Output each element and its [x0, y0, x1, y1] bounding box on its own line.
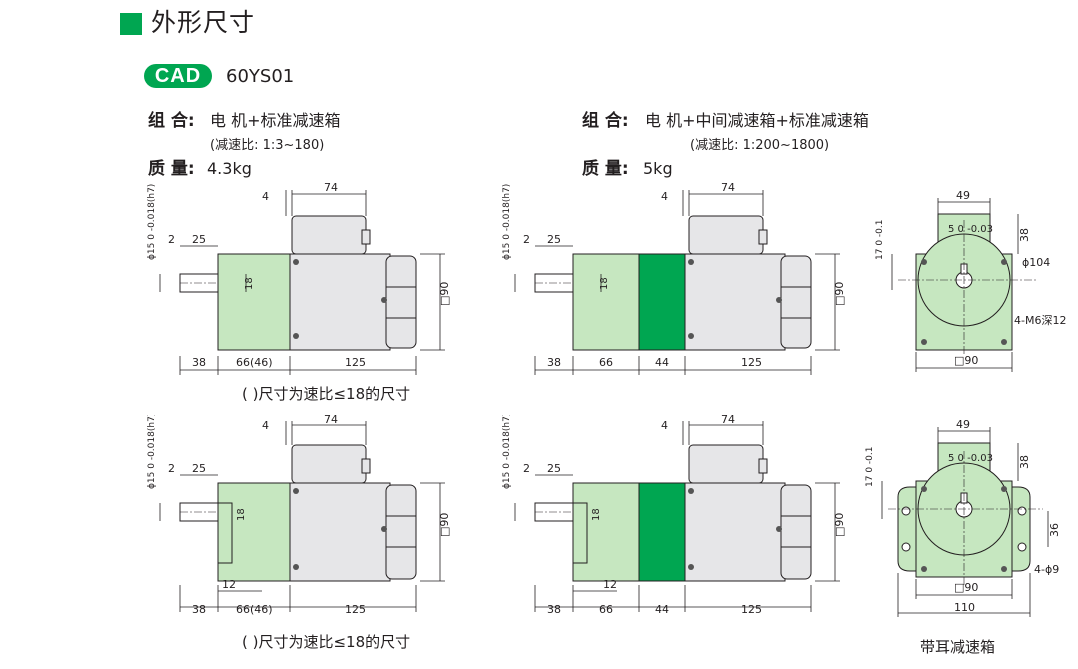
- dim-66: 66: [599, 603, 613, 616]
- dim-f38: 38: [1018, 455, 1031, 469]
- terminal-box: [688, 444, 764, 484]
- dim-38: 38: [547, 356, 561, 369]
- drawing-standard-gearbox-bottom: 38 66(46) 125 12 □90 74 4 25 2 18 ϕ15 0 …: [147, 415, 451, 616]
- dim-74: 74: [324, 181, 338, 194]
- gearbox-body: [572, 253, 640, 351]
- dim-f49: 49: [956, 189, 970, 202]
- dim-25: 25: [547, 233, 561, 246]
- left-mass-value: 4.3kg: [207, 159, 252, 178]
- dim-25: 25: [192, 462, 206, 475]
- dim-125: 125: [741, 603, 762, 616]
- dim-44: 44: [655, 356, 669, 369]
- dim-12: 12: [603, 578, 617, 591]
- dim-90sq: □90: [438, 282, 451, 306]
- dim-125: 125: [345, 603, 366, 616]
- dim-shaft-dia: ϕ15 0 -0.018(h7): [502, 415, 512, 489]
- paren-note-top: ( )尺寸为速比≤18的尺寸: [242, 385, 411, 403]
- dim-74: 74: [324, 415, 338, 426]
- left-combo-label: 组 合:: [148, 111, 195, 131]
- mid-gearbox-body: [638, 253, 686, 351]
- dim-f90sq: □90: [954, 581, 978, 594]
- section-title: 外形尺寸: [151, 8, 256, 37]
- right-mass-value: 5kg: [643, 159, 673, 178]
- dim-66-46: 66(46): [236, 603, 273, 616]
- dim-66: 66: [599, 356, 613, 369]
- dim-f90sq: □90: [954, 354, 978, 367]
- dim-125: 125: [345, 356, 366, 369]
- mid-gearbox-body: [638, 482, 686, 582]
- terminal-box: [291, 215, 367, 255]
- motor-body: [684, 482, 786, 582]
- dim-66-46: 66(46): [236, 356, 273, 369]
- dim-f104: ϕ104: [1022, 256, 1050, 269]
- dim-38: 38: [192, 356, 206, 369]
- dim-12: 12: [222, 578, 236, 591]
- dim-f38: 38: [1018, 228, 1031, 242]
- dim-fm6: 4-M6深12: [1014, 314, 1066, 327]
- dim-38: 38: [547, 603, 561, 616]
- dim-4: 4: [661, 419, 668, 432]
- dim-2: 2: [523, 462, 530, 475]
- dim-125: 125: [741, 356, 762, 369]
- dim-f4d9: 4-ϕ9: [1034, 563, 1059, 576]
- drawing-front-flange: □90 49 5 0 -0.03 38 17 0 -0.1 ϕ104 4-M6深…: [875, 189, 1066, 372]
- motor-body: [684, 253, 786, 351]
- dim-90sq: □90: [438, 513, 451, 537]
- terminal-box: [688, 215, 764, 255]
- dim-25: 25: [192, 233, 206, 246]
- terminal-box: [291, 444, 367, 484]
- dim-4: 4: [262, 190, 269, 203]
- dim-f5: 5 0 -0.03: [948, 453, 993, 464]
- right-combo-value: 电 机+中间减速箱+标准减速箱: [645, 111, 869, 130]
- dim-44: 44: [655, 603, 669, 616]
- drawing-front-eared: □90 110 49 5 0 -0.03 38 36 17 0 -0.1 4-ϕ…: [865, 418, 1061, 617]
- dim-shaft-dia: ϕ15 0 -0.018(h7): [147, 415, 157, 489]
- dim-38: 38: [192, 603, 206, 616]
- dim-f17: 17 0 -0.1: [875, 220, 885, 260]
- dim-f36: 36: [1048, 523, 1061, 537]
- right-mass-label: 质 量:: [582, 159, 629, 179]
- left-combo-value: 电 机+标准减速箱: [210, 111, 341, 130]
- dim-90sq: □90: [833, 282, 846, 306]
- left-ratio-note: (减速比: 1:3~180): [210, 138, 325, 153]
- dim-shaft-dia: ϕ15 0 -0.018(h7): [502, 184, 512, 260]
- dim-18: 18: [236, 508, 247, 521]
- dim-25: 25: [547, 462, 561, 475]
- dim-shaft-dia: ϕ15 0 -0.018(h7): [147, 184, 157, 260]
- dim-2: 2: [168, 462, 175, 475]
- right-ratio-note: (减速比: 1:200~1800): [690, 138, 830, 153]
- dim-f5: 5 0 -0.03: [948, 224, 993, 235]
- dim-2: 2: [168, 233, 175, 246]
- cad-badge[interactable]: CAD: [144, 64, 212, 88]
- dim-4: 4: [262, 419, 269, 432]
- right-combo-label: 组 合:: [582, 111, 629, 131]
- dim-f110: 110: [954, 601, 975, 614]
- dim-4: 4: [661, 190, 668, 203]
- paren-note-bottom: ( )尺寸为速比≤18的尺寸: [242, 633, 411, 651]
- dim-74: 74: [721, 181, 735, 194]
- drawing-mid-gearbox-top: 38 66 44 125 □90 74 4 25 2 18 ϕ15 0 -0.0…: [502, 181, 846, 375]
- dim-2: 2: [523, 233, 530, 246]
- dim-18: 18: [244, 277, 255, 290]
- model-number: 60YS01: [226, 66, 295, 87]
- left-mass-label: 质 量:: [148, 159, 195, 179]
- gearbox-body: [217, 253, 291, 351]
- motor-body: [289, 253, 391, 351]
- section-marker: [120, 13, 142, 35]
- dim-74: 74: [721, 415, 735, 426]
- drawing-standard-gearbox-top: 38 66(46) 125 □90 74 4 25 2 18 ϕ15 0 -0.…: [147, 181, 451, 375]
- dim-18: 18: [599, 277, 610, 290]
- drawing-mid-gearbox-bottom: 38 66 44 125 12 □90 74 4 25 2 18 ϕ15 0 -…: [502, 415, 846, 616]
- ear-gearbox-caption: 带耳减速箱: [920, 638, 996, 656]
- motor-body: [289, 482, 391, 582]
- dim-f17: 17 0 -0.1: [865, 447, 875, 487]
- dim-90sq: □90: [833, 513, 846, 537]
- dim-18: 18: [591, 508, 602, 521]
- dim-f49: 49: [956, 418, 970, 431]
